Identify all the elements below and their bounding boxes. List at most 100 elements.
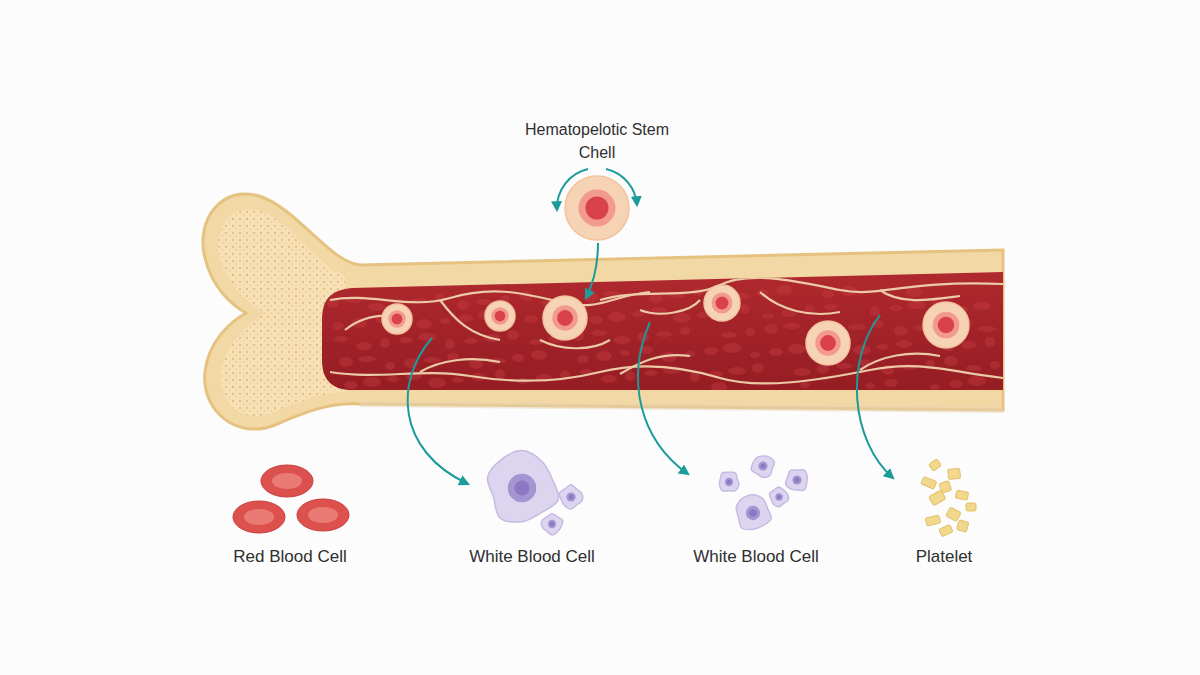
marrow-spot bbox=[325, 287, 335, 293]
marrow-spot bbox=[457, 300, 469, 310]
platelet-fragment bbox=[957, 520, 969, 532]
illustration-group bbox=[487, 451, 582, 536]
cell-type: Red Blood Cell bbox=[195, 455, 385, 570]
marrow-cell bbox=[923, 302, 969, 348]
illustration-part bbox=[860, 354, 940, 370]
marrow-spot bbox=[589, 316, 603, 324]
marrow-spot bbox=[507, 330, 519, 340]
marrow-spot bbox=[368, 303, 386, 311]
marrow-spot bbox=[776, 285, 792, 295]
marrow-spot bbox=[750, 352, 760, 358]
cell-ring bbox=[712, 293, 733, 314]
cell-ring bbox=[552, 305, 578, 331]
marrow-spot bbox=[680, 327, 690, 335]
flow-arrow bbox=[408, 338, 468, 484]
cell-type: White Blood Cell bbox=[437, 455, 627, 570]
marrow-cell bbox=[806, 321, 850, 365]
platelet-fragment bbox=[925, 515, 940, 526]
marrow-spot bbox=[531, 350, 547, 360]
marrow-spot bbox=[334, 336, 348, 342]
marrow-spot bbox=[673, 313, 691, 323]
marrow-spot bbox=[721, 332, 737, 338]
marrow-spot bbox=[358, 356, 376, 362]
cell-body bbox=[541, 514, 562, 535]
marrow-spot bbox=[889, 305, 903, 311]
cell-nucleus bbox=[792, 475, 801, 484]
marrow-spot bbox=[620, 350, 630, 356]
marrow-spot bbox=[884, 379, 898, 387]
marrow-spot bbox=[524, 315, 538, 323]
marrow-spot bbox=[387, 376, 399, 382]
bone-shadow bbox=[360, 404, 1003, 410]
marrow-spot bbox=[452, 377, 464, 383]
cell-nucleus bbox=[775, 493, 783, 501]
flow-arrows bbox=[408, 169, 893, 484]
marrow-spot bbox=[385, 362, 395, 370]
marrow-spot bbox=[428, 378, 446, 388]
marrow-spot bbox=[723, 343, 741, 353]
marrow-spot bbox=[896, 340, 912, 348]
marrow-spot bbox=[800, 382, 810, 388]
marrow-spot bbox=[783, 323, 801, 329]
cell-nucleus-core bbox=[515, 481, 530, 496]
marrow-spot bbox=[894, 326, 908, 336]
platelet-fragment bbox=[929, 490, 946, 506]
flow-arrow bbox=[857, 315, 893, 478]
cell-body bbox=[565, 176, 629, 240]
marrow-spot bbox=[644, 370, 658, 376]
node-label: Red Blood Cell bbox=[195, 547, 385, 567]
marrow-spot bbox=[877, 344, 889, 350]
flow-arrow bbox=[638, 322, 688, 474]
marrow-spot bbox=[339, 357, 353, 367]
marrow-cell bbox=[382, 304, 412, 334]
cell-nucleus bbox=[508, 474, 537, 503]
red-cell-center bbox=[272, 473, 302, 489]
marrow-spot bbox=[608, 312, 626, 322]
marrow-spot bbox=[476, 299, 492, 305]
marrow-spot bbox=[848, 324, 866, 330]
red-cell bbox=[297, 499, 349, 531]
marrow-spot bbox=[440, 318, 450, 324]
marrow-spot bbox=[966, 365, 982, 371]
illustration-part bbox=[620, 355, 690, 374]
marrow-spot bbox=[740, 304, 750, 314]
marrow-spot bbox=[752, 363, 764, 373]
cell-nucleus-core bbox=[777, 495, 781, 499]
platelet-fragment bbox=[948, 468, 961, 479]
marrow-texture bbox=[325, 285, 1000, 392]
node-label: Hematopelotic Stem Chell bbox=[512, 118, 682, 164]
marrow-cell bbox=[485, 301, 515, 331]
cell-nucleus-core bbox=[795, 478, 800, 483]
marrow-cavity bbox=[322, 272, 1003, 390]
marrow-spot bbox=[973, 302, 991, 310]
marrow-spot bbox=[399, 337, 413, 343]
cell-body bbox=[704, 285, 740, 321]
red-cell-center bbox=[244, 509, 274, 525]
red-cell bbox=[233, 501, 285, 533]
marrow-spot bbox=[625, 371, 635, 381]
red-cell-center bbox=[308, 507, 338, 523]
marrow-spot bbox=[870, 306, 880, 316]
marrow-spot bbox=[822, 290, 834, 298]
cell-body bbox=[543, 296, 587, 340]
marrow-spot bbox=[968, 376, 986, 386]
platelet-fragment bbox=[946, 507, 961, 521]
platelet-fragment bbox=[939, 524, 953, 536]
marrow-spot bbox=[704, 347, 718, 355]
marrow-spot bbox=[445, 339, 455, 349]
marrow-spot bbox=[459, 314, 473, 322]
cell-nucleus bbox=[392, 314, 403, 325]
cell-body bbox=[487, 451, 558, 523]
cell-nucleus bbox=[820, 335, 836, 351]
platelet-fragment bbox=[921, 476, 937, 489]
platelet-fragment bbox=[966, 503, 976, 511]
cell-nucleus bbox=[548, 520, 556, 528]
cell-nucleus bbox=[557, 310, 573, 326]
node-label: White Blood Cell bbox=[661, 547, 851, 567]
cell-body bbox=[485, 301, 515, 331]
platelet-fragment bbox=[955, 490, 968, 500]
cell-nucleus-core bbox=[569, 495, 574, 500]
marrow-spot bbox=[793, 368, 811, 376]
